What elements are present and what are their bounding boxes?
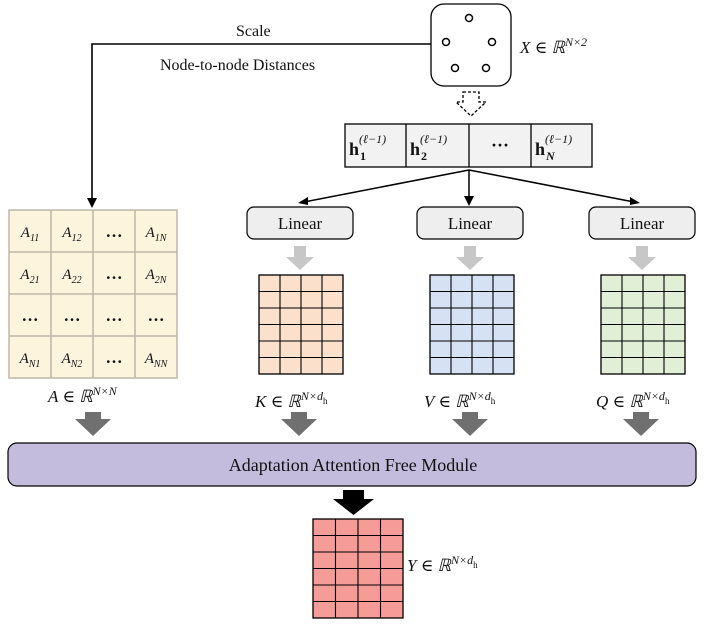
matrix-a-cell: … [106, 264, 123, 283]
node-point [487, 37, 497, 47]
svg-text:Linear: Linear [448, 214, 493, 233]
matrix-a-cell: A1N [145, 225, 168, 244]
matrix-a-cell: A21 [19, 267, 39, 286]
matrix-a-cell: A12 [61, 225, 81, 244]
matrix-a-cell: AN2 [61, 351, 83, 370]
matrix-q [600, 274, 686, 375]
matrix-a-cell: … [106, 222, 123, 241]
k-label: K ∈ ℝN×dh [254, 389, 328, 411]
matrix-a: A11 A12 … A1N A21 A22 … A2N … … … … AN1 AN2 … ANN [8, 209, 178, 379]
dashed-down-arrow [454, 91, 488, 117]
matrix-a-cell: … [106, 306, 123, 325]
distances-label: Node-to-node Distances [160, 57, 315, 74]
matrix-a-cell: … [22, 306, 39, 325]
matrix-to-module-arrows [75, 412, 659, 436]
node-point [464, 13, 474, 23]
node-point [481, 63, 491, 73]
v-label: V ∈ ℝN×dh [424, 389, 496, 411]
matrix-a-cell: … [106, 348, 123, 367]
scale-label: Scale [236, 23, 271, 40]
hidden-ellipsis: ··· [491, 135, 509, 155]
matrix-a-cell: … [64, 306, 81, 325]
svg-text:Linear: Linear [278, 214, 323, 233]
matrix-a-cells: A11 A12 … A1N A21 A22 … A2N … … … … AN1 AN2 … ANN [19, 222, 169, 370]
scale-arrowhead [87, 198, 97, 208]
point-cloud-box [430, 3, 512, 87]
matrix-a-cell: A11 [20, 225, 39, 244]
y-label: Y ∈ ℝN×dh [407, 553, 478, 575]
svg-text:Linear: Linear [620, 214, 665, 233]
hidden-h1: h(ℓ−1)1 [349, 132, 386, 163]
node-point [450, 63, 460, 73]
matrix-a-cell: AN1 [19, 351, 41, 370]
linear-to-matrix-arrows [286, 246, 656, 270]
output-arrow [333, 490, 374, 515]
scale-connector [91, 43, 431, 200]
hidden-h2: h(ℓ−1)2 [410, 132, 447, 163]
matrix-a-cell: A22 [61, 267, 81, 286]
point-cloud [430, 3, 512, 87]
q-label: Q ∈ ℝN×dh [596, 389, 670, 411]
svg-text:Adaptation Attention Free Modu: Adaptation Attention Free Module [229, 455, 477, 475]
linear-k: Linear [246, 206, 354, 240]
matrix-a-cell: A2N [145, 267, 168, 286]
matrix-y [312, 518, 404, 619]
split-arrows [298, 169, 640, 206]
attention-free-module: Adaptation Attention Free Module [7, 442, 697, 487]
matrix-v [429, 274, 515, 375]
matrix-a-cell: ANN [144, 351, 169, 370]
node-point [441, 37, 451, 47]
a-label: A ∈ ℝN×N [47, 384, 118, 406]
x-label: X ∈ ℝN×2 [519, 35, 587, 57]
hidden-hN: h(ℓ−1)N [535, 132, 572, 163]
hidden-states-row: h(ℓ−1)1 h(ℓ−1)2 ··· h(ℓ−1)N [344, 123, 593, 168]
matrix-k [258, 274, 344, 375]
matrix-a-cell: … [148, 306, 165, 325]
linear-q: Linear [588, 206, 696, 240]
linear-v: Linear [416, 206, 524, 240]
